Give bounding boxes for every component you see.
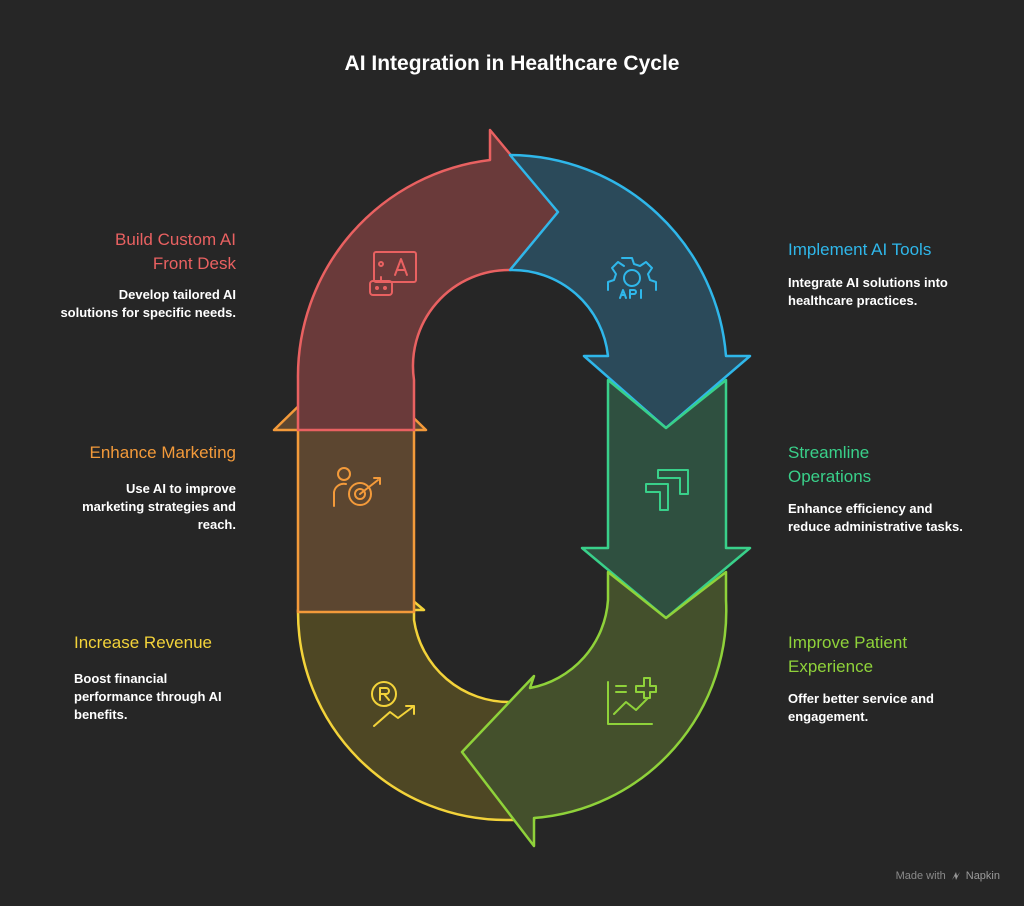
step-title-build-front-desk: Build Custom AI Front Desk	[115, 230, 236, 273]
arrow-streamline-operations	[580, 378, 752, 620]
napkin-logo-icon	[951, 872, 960, 880]
step-desc-enhance-marketing: Use AI to improve marketing strategies a…	[82, 481, 236, 532]
footer-attribution[interactable]: Made with Napkin	[896, 870, 1000, 882]
step-desc-build-front-desk: Develop tailored AI solutions for specif…	[60, 287, 236, 320]
step-desc-streamline-operations: Enhance efficiency and reduce administra…	[788, 501, 963, 534]
process-flow-icon	[645, 469, 689, 511]
step-title-streamline-operations: Streamline Operations	[788, 443, 872, 486]
step-desc-improve-experience: Offer better service and engagement.	[788, 691, 934, 724]
page-title: AI Integration in Healthcare Cycle	[344, 52, 680, 75]
arrow-improve-experience	[460, 570, 728, 848]
step-title-improve-experience: Improve Patient Experience	[788, 633, 908, 676]
target-person-icon	[333, 467, 381, 507]
robot-ai-icon	[369, 251, 417, 296]
step-desc-increase-revenue: Boost financial performance through AI b…	[74, 671, 222, 722]
health-chart-icon	[607, 677, 657, 725]
api-gear-icon	[607, 257, 657, 299]
revenue-growth-icon	[371, 681, 415, 727]
step-desc-implement-tools: Integrate AI solutions into healthcare p…	[788, 275, 948, 308]
napkin-brand-label: Napkin	[965, 870, 1000, 882]
made-with-label: Made with	[895, 870, 946, 882]
step-title-implement-tools: Implement AI Tools	[788, 240, 932, 259]
step-title-increase-revenue: Increase Revenue	[74, 633, 212, 652]
step-title-enhance-marketing: Enhance Marketing	[89, 443, 236, 462]
arrow-build-front-desk	[296, 128, 560, 432]
